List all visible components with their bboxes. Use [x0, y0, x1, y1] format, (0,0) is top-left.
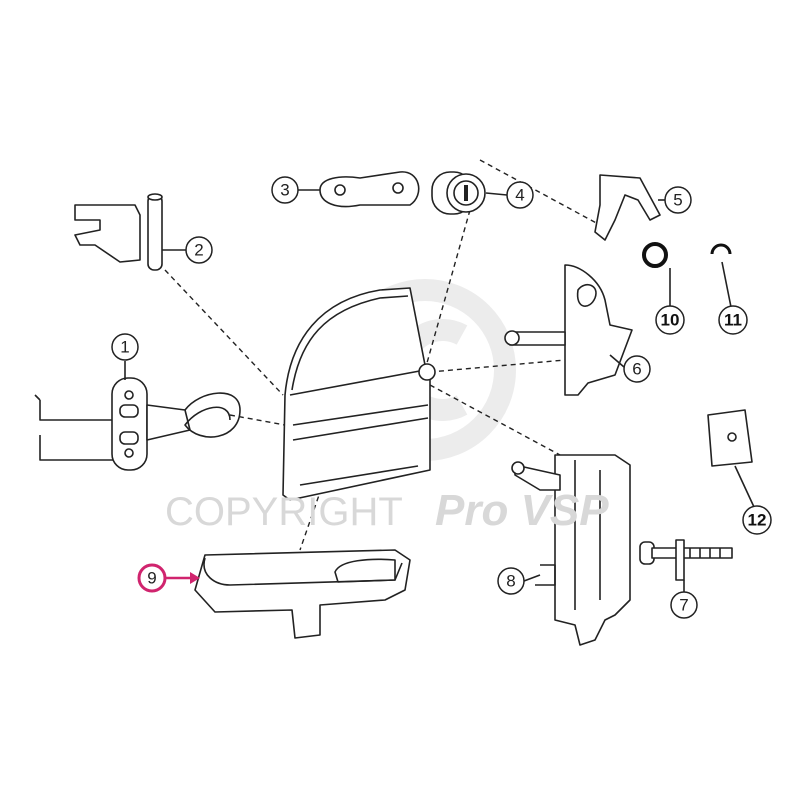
callout-label: 10	[661, 311, 680, 330]
part-door	[282, 287, 436, 501]
callout-10[interactable]: 10	[655, 305, 685, 335]
callout-label: 8	[506, 572, 515, 591]
watermark-brand: Pro VSP	[435, 486, 609, 535]
callout-leaders	[124, 189, 755, 592]
part-check-strap	[34, 377, 241, 471]
part-nut-plate	[707, 409, 753, 467]
callout-3[interactable]: 3	[271, 176, 299, 204]
part-lock-cylinder	[431, 171, 486, 215]
callout-7[interactable]: 7	[670, 591, 698, 619]
part-bolt	[639, 539, 733, 581]
callout-label: 4	[515, 186, 524, 205]
callout-1[interactable]: 1	[111, 333, 139, 361]
callout-label: 1	[120, 338, 129, 357]
callout-2[interactable]: 2	[185, 236, 213, 264]
callout-4[interactable]: 4	[506, 181, 534, 209]
callout-11[interactable]: 11	[718, 305, 748, 335]
callout-label: 2	[194, 241, 203, 260]
callout-5[interactable]: 5	[664, 186, 692, 214]
callout-label: 12	[748, 511, 767, 530]
part-o-ring	[642, 242, 668, 268]
watermark-text: COPYRIGHT	[165, 490, 403, 534]
part-door-lock	[511, 454, 631, 646]
callout-label: 6	[632, 360, 641, 379]
watermark: COPYRIGHT Pro VSP	[165, 486, 609, 535]
part-e-clip	[710, 243, 732, 255]
callout-label: 9	[147, 569, 156, 588]
callout-label: 3	[280, 181, 289, 200]
part-handle-bracket	[504, 264, 633, 396]
callout-12[interactable]: 12	[742, 505, 772, 535]
part-clip	[594, 174, 661, 241]
callout-9-highlighted[interactable]: 9	[137, 563, 167, 593]
callout-label: 11	[724, 311, 742, 330]
callout-label: 5	[673, 191, 682, 210]
part-hinge	[74, 193, 163, 271]
part-lock-gasket	[319, 171, 420, 208]
callout-6[interactable]: 6	[623, 355, 651, 383]
part-inner-handle	[194, 549, 411, 639]
callout-8[interactable]: 8	[497, 567, 525, 595]
callout-label: 7	[679, 596, 688, 615]
